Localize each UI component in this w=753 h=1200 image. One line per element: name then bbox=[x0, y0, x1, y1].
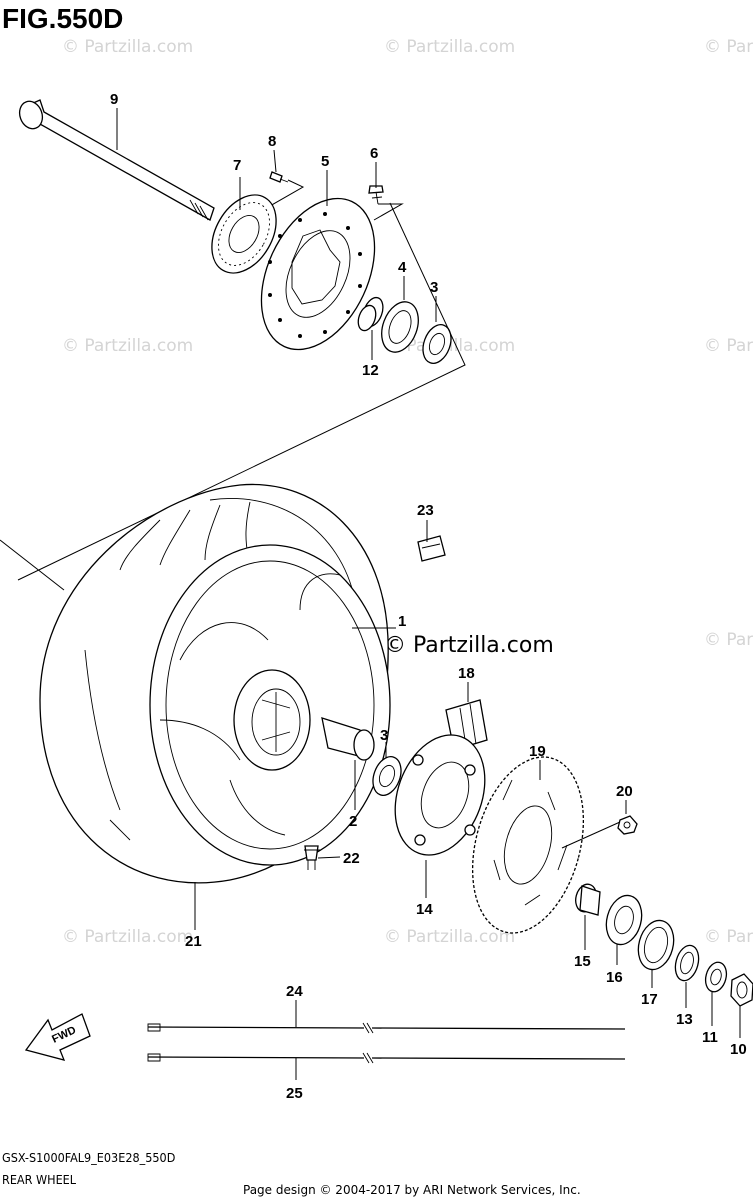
cable-tie-part-24 bbox=[147, 1022, 626, 1034]
assembly-guide-line bbox=[0, 539, 65, 591]
wheel-rim-part-1 bbox=[149, 544, 391, 866]
callout-3: 3 bbox=[430, 279, 438, 296]
bolt-part-6 bbox=[368, 185, 384, 205]
valve-part-22 bbox=[304, 845, 320, 870]
bolt-part-8 bbox=[269, 171, 289, 183]
bearing-part-3 bbox=[422, 324, 452, 364]
callout-5: 5 bbox=[321, 153, 329, 170]
watermark: © Partzilla.com bbox=[704, 336, 753, 356]
callout-18: 18 bbox=[458, 665, 475, 682]
callout-20: 20 bbox=[616, 783, 633, 800]
callout-7: 7 bbox=[233, 157, 241, 174]
section-name: REAR WHEEL bbox=[2, 1172, 77, 1187]
sprocket-part-19 bbox=[471, 756, 585, 934]
bearing-part-16 bbox=[605, 894, 643, 946]
axle-nut-part-10 bbox=[730, 973, 753, 1007]
callout-8: 8 bbox=[268, 133, 276, 150]
washer-part-11 bbox=[704, 961, 728, 993]
leader-line bbox=[373, 203, 404, 221]
callout-3-lower: 3 bbox=[380, 727, 388, 744]
callout-labels: 9 8 7 5 6 4 3 12 23 1 18 3 19 20 2 22 14… bbox=[110, 91, 747, 1102]
watermark: © Partzilla.com bbox=[704, 927, 753, 947]
callout-19: 19 bbox=[529, 743, 546, 760]
callout-25: 25 bbox=[286, 1085, 303, 1102]
oil-seal-part-4 bbox=[381, 301, 419, 353]
model-code: GSX-S1000FAL9_E03E28_550D bbox=[2, 1150, 175, 1165]
callout-13: 13 bbox=[676, 1011, 693, 1028]
callout-1: 1 bbox=[398, 613, 406, 630]
watermark: © Partzilla.com bbox=[384, 927, 515, 947]
callout-11: 11 bbox=[702, 1029, 718, 1046]
watermark: © Partzilla.com bbox=[704, 37, 753, 57]
callout-9: 9 bbox=[110, 91, 118, 108]
watermark: © Partzilla.com bbox=[704, 630, 753, 650]
callout-21: 21 bbox=[185, 933, 202, 950]
callout-16: 16 bbox=[606, 969, 623, 986]
collar-part-15 bbox=[575, 883, 601, 916]
brake-disc-part-5 bbox=[260, 197, 376, 351]
callout-24: 24 bbox=[286, 983, 303, 1000]
spacer-part-2 bbox=[321, 717, 375, 761]
sensor-rotor-part-7 bbox=[211, 194, 277, 274]
callout-2: 2 bbox=[349, 813, 357, 830]
callout-14: 14 bbox=[416, 901, 433, 918]
callout-23: 23 bbox=[417, 502, 434, 519]
callout-6: 6 bbox=[370, 145, 378, 162]
oil-seal-part-17 bbox=[637, 919, 675, 971]
leader-line bbox=[561, 821, 621, 849]
cable-tie-part-25 bbox=[147, 1052, 626, 1064]
watermark: © Partzilla.com bbox=[62, 37, 193, 57]
fwd-arrow-icon: FWD bbox=[24, 1013, 91, 1061]
spacer-part-13 bbox=[674, 944, 700, 982]
callout-22: 22 bbox=[343, 850, 360, 867]
axle-part-9 bbox=[18, 99, 215, 221]
watermark: © Partzilla.com bbox=[62, 927, 193, 947]
sprocket-carrier-part-14 bbox=[394, 734, 486, 856]
watermark: © Partzilla.com bbox=[384, 37, 515, 57]
callout-10: 10 bbox=[730, 1041, 747, 1058]
copyright-notice: Page design © 2004-2017 by ARI Network S… bbox=[243, 1183, 581, 1197]
spacer-part-12 bbox=[357, 296, 384, 332]
watermark: © Partzilla.com bbox=[62, 336, 193, 356]
watermark-main: © Partzilla.com bbox=[384, 633, 554, 658]
nut-part-20 bbox=[617, 815, 638, 835]
callout-12: 12 bbox=[362, 362, 379, 379]
bearing-part-3-lower bbox=[372, 756, 402, 796]
callout-leaders bbox=[116, 108, 741, 1080]
figure-title: FIG.550D bbox=[2, 3, 123, 34]
balance-weight-part-23 bbox=[417, 535, 446, 562]
callout-15: 15 bbox=[574, 953, 591, 970]
callout-4: 4 bbox=[398, 259, 407, 276]
callout-17: 17 bbox=[641, 991, 658, 1008]
